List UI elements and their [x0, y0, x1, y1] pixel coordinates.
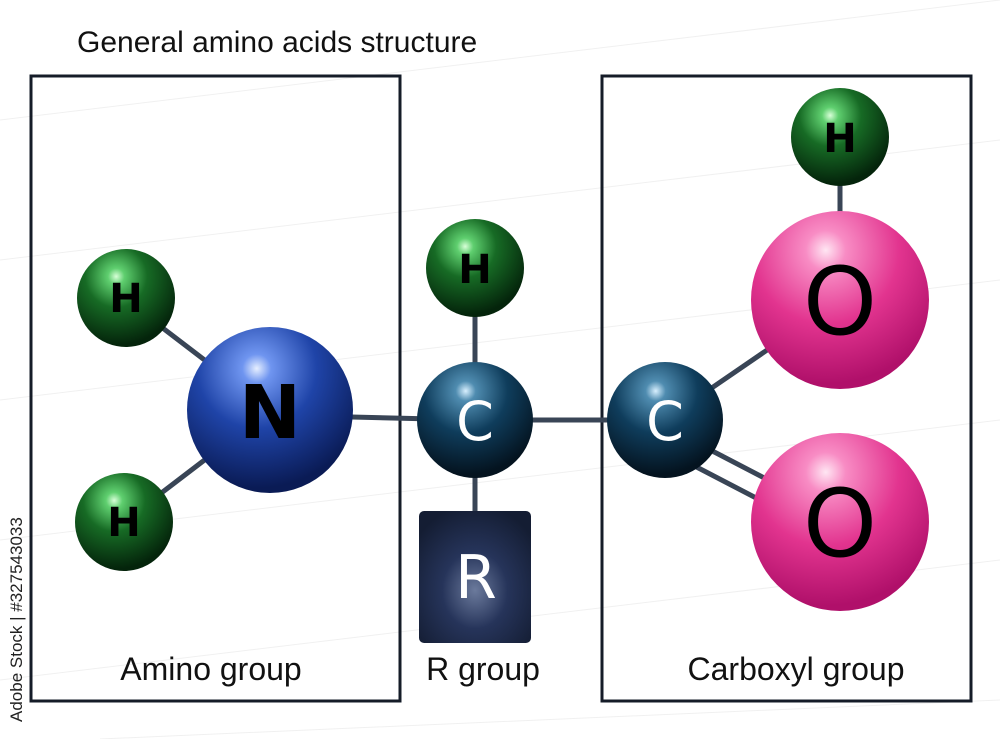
svg-text:H: H	[458, 247, 491, 293]
svg-text:C: C	[456, 390, 494, 453]
svg-text:C: C	[646, 390, 684, 453]
carboxyl-group-frame	[600, 74, 973, 703]
hydrogen-atom-alpha: H	[426, 219, 524, 317]
svg-text:H: H	[107, 500, 140, 546]
nitrogen-atom: N	[187, 327, 353, 493]
hydrogen-atom-hydroxyl: H	[791, 88, 889, 186]
carboxyl-group-label: Carboxyl group	[688, 651, 905, 687]
carbon-atom-alpha: C	[417, 362, 533, 478]
svg-text:O: O	[803, 248, 877, 357]
carbon-atom-carboxyl: C	[607, 362, 723, 478]
svg-text:H: H	[109, 276, 142, 322]
r-group-label: R group	[426, 651, 540, 687]
hydrogen-atom-amino-bottom: H	[75, 473, 173, 571]
oxygen-atom-double: O	[751, 433, 929, 611]
stock-id-label: Adobe Stock | #327543033	[7, 517, 26, 722]
oxygen-atom-hydroxyl: O	[751, 211, 929, 389]
svg-text:R: R	[455, 543, 497, 613]
amino-group-label: Amino group	[120, 651, 301, 687]
r-group-box: R	[419, 511, 531, 643]
svg-text:O: O	[803, 470, 877, 579]
page-title: General amino acids structure	[77, 26, 477, 59]
hydrogen-atom-amino-top: H	[77, 249, 175, 347]
amino-group-frame	[29, 74, 402, 703]
svg-text:N: N	[239, 370, 301, 456]
svg-text:H: H	[823, 116, 856, 162]
